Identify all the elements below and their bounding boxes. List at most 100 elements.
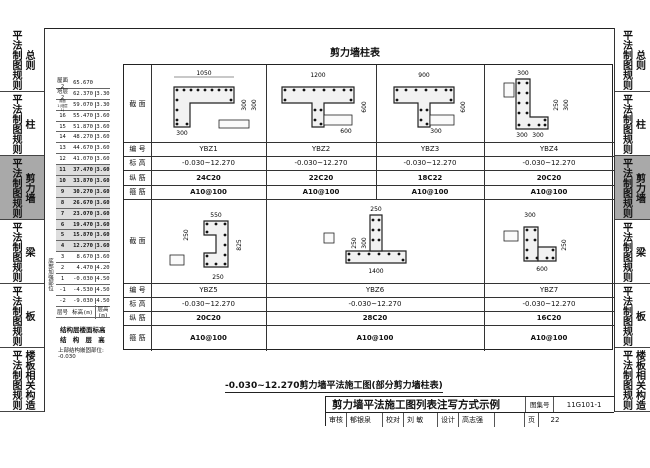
floor-height: 4.50 [95,297,110,304]
floor-height: 4.50 [95,286,110,293]
dimension-label: 300 [361,237,368,249]
floor-number: 2 [60,265,65,272]
left-tab-label-a: 板 [23,310,34,321]
left-tab-label-b: 平法制图规则 [10,93,21,154]
row-label-section: 截 面 [129,237,146,245]
floor-elevation: -0.030 [73,275,93,282]
table-title: 剪力墙柱表 [330,48,380,59]
column-id: YBZ2 [311,145,331,153]
row-label-long: 纵 筋 [129,314,146,322]
rebar-dot [551,248,555,252]
dimension-label: 250 [553,99,560,111]
rebar-dot [425,108,429,112]
floor-number: 4 [60,243,65,250]
rebar-dot [175,98,179,102]
right-tab-0[interactable]: 平法制图规则总则 [615,28,650,92]
rebar-dot [444,88,448,92]
floor-elevation: 26.670 [73,199,93,206]
rebar-dot [223,233,227,237]
right-tab-label-b: 板 [633,310,645,321]
rebar-dot [517,111,521,115]
dimension-label: 250 [183,229,190,241]
floor-height: 3.60 [95,243,110,250]
rebar-dot [182,88,186,92]
rebar-dot [371,218,375,222]
rebar-dot [414,88,418,92]
table-rule [124,297,614,298]
left-tab-4[interactable]: 平法制图规则板 [0,284,44,348]
column-stir: A10@100 [190,333,227,342]
left-tab-3[interactable]: 平法制图规则梁 [0,220,44,284]
page-number: 22 [550,415,560,424]
left-tab-2[interactable]: 平法制图规则剪力墙 [0,156,44,220]
signature-stamp [495,412,525,427]
right-tab-1[interactable]: 平法制图规则柱 [615,92,650,156]
left-tab-0[interactable]: 平法制图规则总则 [0,28,44,92]
rebar-dot [175,108,179,112]
column-section-outline [218,119,250,129]
rebar-dot [517,123,521,127]
column-long: 16C20 [536,314,562,322]
rebar-dot [196,88,200,92]
left-tab-5[interactable]: 平法制图规则楼板相关构造 [0,348,44,412]
floor-number: 5 [60,232,65,239]
floor-number: 3 [60,254,65,261]
rebar-dot [424,88,428,92]
rebar-dot [229,88,233,92]
right-tab-5[interactable]: 平法制图规则楼板相关构造 [615,348,650,412]
rebar-dot [377,218,381,222]
rebar-dot [347,258,351,262]
rebar-dot [217,88,221,92]
rebar-dot [525,91,529,95]
rebar-dot [205,254,209,258]
rebar-dot [395,88,399,92]
rebar-dot [397,252,401,256]
rebar-dot [203,88,207,92]
rebar-dot [404,88,408,92]
rebar-dot [525,256,529,260]
floor-height: 3.60 [95,199,110,206]
table-rule [124,185,614,186]
column-section-outline [203,220,229,268]
rebar-dot [419,118,423,122]
floor-height: 3.60 [95,221,110,228]
checker-name: 刘 敏 [404,412,438,427]
column-section-outline [429,114,455,126]
column-section-outline [503,230,519,242]
column-stir: A10@100 [190,188,227,196]
column-stir: A10@100 [411,188,449,196]
rebar-dot [537,123,541,127]
floor-number: 9 [60,188,65,195]
left-tab-1[interactable]: 平法制图规则柱 [0,92,44,156]
right-tab-3[interactable]: 平法制图规则梁 [615,220,650,284]
rebar-dot [367,252,371,256]
rebar-dot [283,98,287,102]
rebar-dot [347,252,351,256]
column-section-outline [503,82,515,98]
table-rule [124,199,614,200]
rebar-dot [223,243,227,247]
floor-height: 3.60 [95,123,110,130]
column-section-outline [281,86,355,128]
floor-elevation: 23.070 [73,210,93,217]
rebar-dot [313,118,317,122]
column-stir: A10@100 [302,188,340,196]
rebar-dot [332,88,336,92]
floor-number: 屋面2 [56,77,68,90]
right-tab-4[interactable]: 平法制图规则板 [615,284,650,348]
rebar-dot [449,98,453,102]
floor-number: 塔层2 [56,88,68,101]
table-rule [376,65,377,199]
dimension-label: 600 [536,266,548,273]
column-id: YBZ7 [539,286,559,294]
right-tab-2[interactable]: 平法制图规则剪力墙 [615,156,650,220]
rebar-dot [292,88,296,92]
floor-elevation: 33.870 [73,177,93,184]
dimension-label: 300 [176,130,188,137]
designer-name: 高志强 [459,412,495,427]
floor-height: 4.20 [95,265,110,272]
table-rule [124,283,614,284]
dimension-label: 1200 [310,72,325,79]
